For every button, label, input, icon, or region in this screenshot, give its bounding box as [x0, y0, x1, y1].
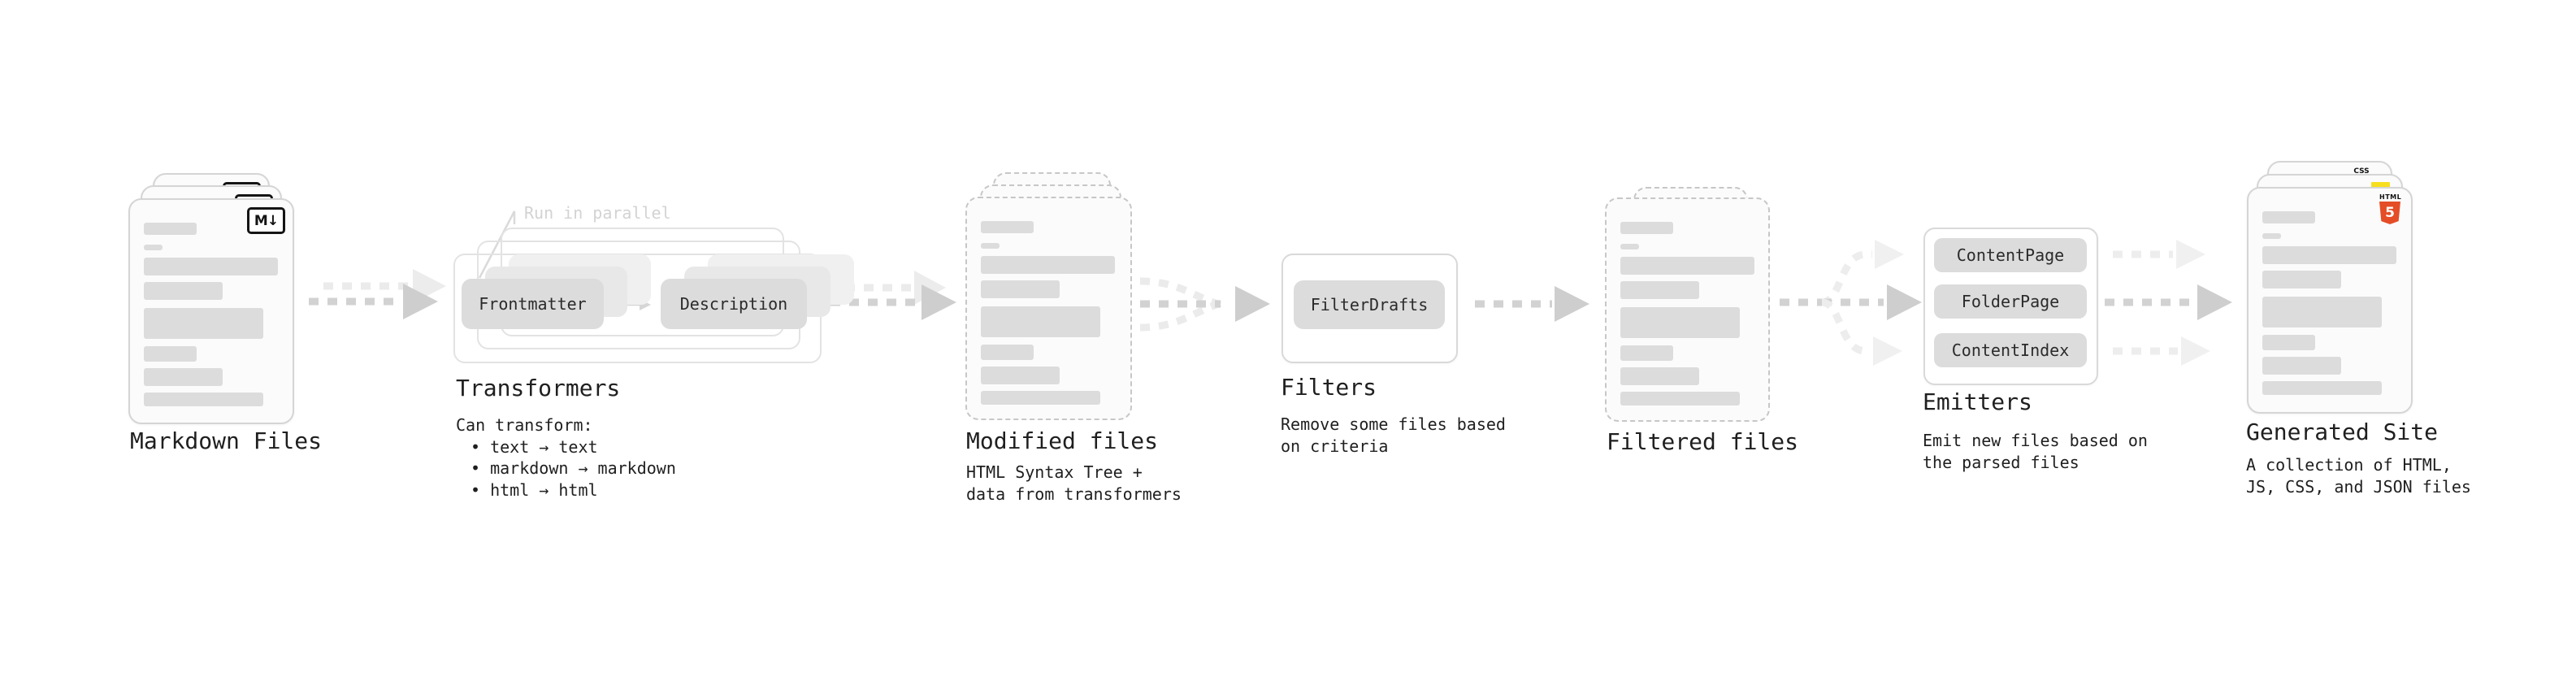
- doc-line: [1620, 281, 1699, 299]
- contentindex-box: ContentIndex: [1934, 333, 2087, 367]
- description-line: • text → text: [471, 436, 598, 457]
- generated-site-label: Generated Site: [2246, 419, 2439, 445]
- arrow-filtered-to-emitters-fanout: [1780, 240, 1922, 366]
- doc-line: [2262, 246, 2396, 264]
- doc-line: [2262, 335, 2315, 350]
- description-line: Remove some files based: [1281, 414, 1506, 434]
- markdown-files-label: Markdown Files: [130, 427, 323, 454]
- doc-line: [981, 306, 1100, 337]
- run-in-parallel-annotation: Run in parallel: [524, 203, 671, 223]
- doc-line: [2262, 297, 2382, 327]
- filters-label: Filters: [1281, 374, 1377, 401]
- doc-line: [981, 367, 1060, 384]
- description-line: on criteria: [1281, 436, 1389, 456]
- document-content-placeholder: [2262, 211, 2403, 395]
- stage-generated-site: CSS HTML 5: [2247, 161, 2413, 414]
- doc-line: [2262, 357, 2341, 375]
- javascript-icon: [2371, 182, 2390, 191]
- arrow-modified-to-filters-merge: [1139, 277, 1270, 332]
- description-line: Emit new files based on: [1923, 431, 2148, 450]
- doc-line: [144, 308, 263, 339]
- description-line: • html → html: [471, 479, 598, 500]
- contentpage-box: ContentPage: [1934, 238, 2087, 272]
- emitters-label: Emitters: [1923, 388, 2032, 415]
- description-box: Description: [661, 279, 807, 329]
- doc-line: [981, 256, 1115, 274]
- folderpage-box: FolderPage: [1934, 284, 2087, 319]
- description-line: the parsed files: [1923, 452, 2079, 472]
- doc-line: [1620, 345, 1673, 361]
- frontmatter-box: Frontmatter: [462, 279, 604, 329]
- markdown-file-card-front: M↓: [128, 198, 294, 424]
- filtered-file-card-front: [1605, 197, 1770, 422]
- transformers-description: Can transform: • text → text • markdown …: [456, 414, 676, 501]
- doc-line: [2262, 381, 2382, 395]
- html5-icon-word: HTML: [2379, 193, 2402, 201]
- filters-description: Remove some files based on criteria: [1281, 414, 1506, 457]
- document-content-placeholder: [1620, 222, 1760, 406]
- generated-site-description: A collection of HTML, JS, CSS, and JSON …: [2246, 454, 2471, 497]
- document-content-placeholder: [981, 221, 1122, 405]
- doc-line: [144, 258, 278, 275]
- doc-line: [1620, 222, 1673, 234]
- html5-icon: HTML 5: [2379, 193, 2402, 224]
- css-icon-label: CSS: [2353, 167, 2370, 176]
- doc-line: [1620, 244, 1639, 249]
- stage-markdown-files: M↓ M↓ M↓: [128, 173, 294, 424]
- modified-files-description: HTML Syntax Tree + data from transformer…: [966, 462, 1182, 505]
- doc-line: [2262, 211, 2315, 223]
- description-line: Can transform:: [456, 415, 593, 435]
- doc-line: [144, 223, 197, 235]
- doc-line: [1620, 392, 1740, 406]
- doc-line: [2262, 233, 2281, 239]
- doc-line: [981, 345, 1034, 360]
- description-line: data from transformers: [966, 484, 1182, 504]
- modified-file-card-front: [965, 197, 1132, 420]
- doc-line: [144, 368, 223, 386]
- modified-files-label: Modified files: [966, 427, 1159, 454]
- doc-line: [981, 243, 1000, 249]
- arrow-markdown-to-transformers: [309, 269, 446, 319]
- doc-line: [981, 280, 1060, 298]
- stage-modified-files: [965, 172, 1132, 420]
- html5-icon-shield: 5: [2379, 202, 2400, 224]
- description-line: JS, CSS, and JSON files: [2246, 476, 2471, 497]
- doc-line: [2262, 271, 2341, 288]
- filtered-files-label: Filtered files: [1607, 428, 1799, 455]
- description-line: • markdown → markdown: [471, 458, 676, 478]
- stage-filtered-files: [1605, 187, 1770, 422]
- markdown-icon: M↓: [247, 207, 285, 234]
- doc-line: [1620, 257, 1754, 275]
- arrow-emitters-to-generated: [2105, 240, 2232, 366]
- filterdrafts-box: FilterDrafts: [1294, 280, 1445, 329]
- doc-line: [981, 221, 1034, 233]
- doc-line: [1620, 307, 1740, 338]
- doc-line: [981, 391, 1100, 405]
- description-line: A collection of HTML,: [2246, 455, 2452, 475]
- document-content-placeholder: [144, 223, 284, 406]
- doc-line: [144, 393, 263, 406]
- description-line: HTML Syntax Tree +: [966, 462, 1143, 482]
- emitters-description: Emit new files based on the parsed files: [1923, 430, 2148, 473]
- doc-line: [1620, 367, 1699, 385]
- doc-line: [144, 346, 197, 362]
- transformers-label: Transformers: [456, 375, 621, 401]
- doc-line: [144, 282, 223, 300]
- arrow-filters-to-filtered: [1475, 286, 1589, 322]
- generated-file-card-html: HTML 5: [2247, 187, 2413, 414]
- doc-line: [144, 245, 163, 250]
